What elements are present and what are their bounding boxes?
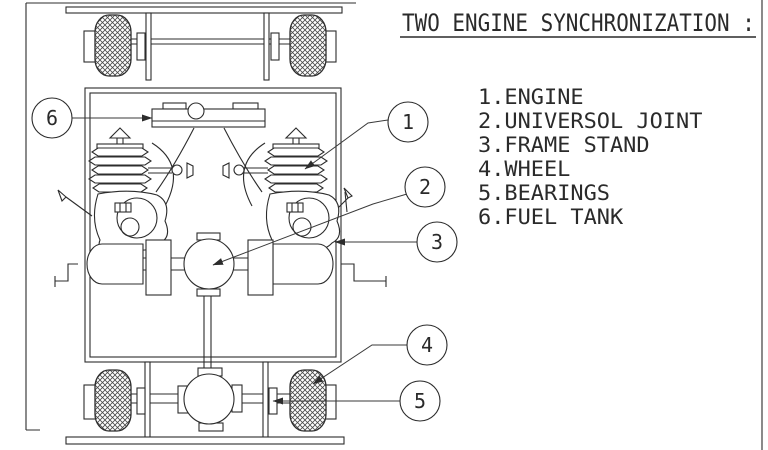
bearing-clamp xyxy=(270,32,280,61)
crankcase-circle-right xyxy=(288,197,330,239)
engine-mount-left xyxy=(65,196,93,217)
callout-circle xyxy=(406,324,448,366)
engine-badge-right xyxy=(286,202,304,213)
fuel-filler-icon xyxy=(187,102,205,120)
engine-hoses xyxy=(151,127,266,207)
wheel-top-left xyxy=(94,14,132,77)
fuel-hose-right xyxy=(223,127,263,193)
bottom-frame-plank xyxy=(65,436,345,445)
frame-bracket-right xyxy=(341,263,387,287)
parts-list-item: 5.BEARINGS xyxy=(478,181,610,205)
callout-number: 6 xyxy=(46,106,58,130)
parts-list-item: 2.UNIVERSOL JOINT xyxy=(478,109,703,133)
bearing-post-bottom-right xyxy=(262,361,269,439)
fuel-tank-body xyxy=(151,108,266,128)
engine-shroud-right xyxy=(243,142,266,207)
engine-mount-right-flag xyxy=(343,187,353,199)
callout-1: 1 xyxy=(387,101,429,143)
bearing-block-left xyxy=(145,239,172,296)
cooling-fins-right xyxy=(264,147,328,193)
drum-right xyxy=(272,243,334,285)
engine-left xyxy=(57,127,194,252)
drum-left xyxy=(86,243,144,285)
linkage-ball-right xyxy=(233,164,245,176)
leader-lines xyxy=(72,114,417,405)
callout-circle xyxy=(416,221,458,263)
crankshaft-right xyxy=(292,217,312,237)
fuel-cap-right xyxy=(232,102,259,110)
leader-2-universal-joint xyxy=(212,193,408,266)
callout-circle xyxy=(31,97,73,139)
throttle-shaft-right xyxy=(244,167,268,174)
callout-3: 3 xyxy=(416,221,458,263)
callout-circle xyxy=(387,101,429,143)
wheel-bottom-left xyxy=(94,369,132,432)
callout-6: 6 xyxy=(31,97,73,139)
title-block: TWO ENGINE SYNCHRONIZATION : xyxy=(400,9,756,38)
linkage-fork-left xyxy=(186,162,194,179)
uj-cap-bottom xyxy=(196,288,221,297)
drive-shaft-vertical xyxy=(203,296,212,368)
sheet-border xyxy=(25,0,763,450)
bearing-clamp xyxy=(136,32,146,61)
callout-number: 4 xyxy=(421,333,433,357)
throttle-shaft-left xyxy=(148,167,172,174)
fuel-tank xyxy=(151,102,266,128)
callout-4: 4 xyxy=(406,324,448,366)
fuel-cap-left xyxy=(162,102,187,110)
parts-list-item: 6.FUEL TANK xyxy=(478,205,624,229)
bearing-post-bottom-left xyxy=(144,361,151,439)
fuel-hose-left xyxy=(155,127,195,193)
bottom-axle xyxy=(83,361,337,439)
parts-list-item: 3.FRAME STAND xyxy=(478,133,650,157)
callout-2: 2 xyxy=(404,166,446,208)
wheel-top-right xyxy=(289,14,327,77)
callout-number: 5 xyxy=(414,389,426,413)
linkage-ball-left xyxy=(171,164,183,176)
callout-number: 3 xyxy=(431,230,443,254)
spark-plug-icon xyxy=(284,127,308,139)
callout-number: 2 xyxy=(419,175,431,199)
parts-list-item: 1.ENGINE xyxy=(478,85,584,109)
bearing-block-right xyxy=(247,239,274,296)
frame-bracket-left xyxy=(54,263,78,287)
universal-joint-center xyxy=(183,238,235,290)
spark-plug-icon xyxy=(108,127,132,139)
bearing-clamp xyxy=(136,387,146,415)
callout-circle xyxy=(404,166,446,208)
parts-list-item: 4.WHEEL xyxy=(478,157,570,181)
bearing-post-top-right xyxy=(263,12,270,81)
top-axle-shaft xyxy=(98,38,322,45)
leader-4-wheel xyxy=(312,344,408,385)
bearing-post-top-left xyxy=(145,12,152,81)
cooling-fins-left xyxy=(88,147,152,193)
callout-5: 5 xyxy=(399,380,441,422)
frame-outer xyxy=(84,87,342,363)
callouts: 1 2 3 4 5 6 xyxy=(31,97,458,422)
callout-number: 1 xyxy=(402,110,414,134)
linkage-fork-right xyxy=(222,162,230,179)
leader-1-engine xyxy=(304,119,389,170)
top-frame-plank xyxy=(65,6,343,14)
callout-circle xyxy=(399,380,441,422)
page-title: TWO ENGINE SYNCHRONIZATION : xyxy=(402,9,755,37)
universal-joint-bottom xyxy=(183,373,235,425)
sync-shaft xyxy=(54,232,387,368)
engine-mount-left-flag xyxy=(57,189,67,202)
engine-badge-left xyxy=(114,202,132,213)
parts-list: 1.ENGINE 2.UNIVERSOL JOINT 3.FRAME STAND… xyxy=(478,85,703,229)
crankcase-circle-left xyxy=(116,197,158,239)
sheet-border-left xyxy=(25,2,356,431)
top-axle xyxy=(83,12,337,81)
engine-right xyxy=(222,127,353,252)
crankshaft-left xyxy=(120,217,140,237)
